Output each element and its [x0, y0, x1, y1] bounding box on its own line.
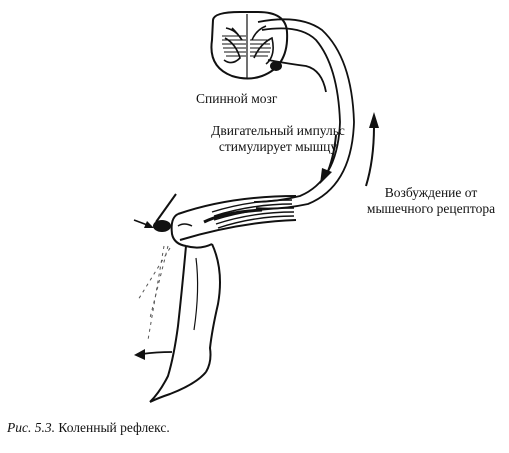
motor-impulse-arrow: [320, 134, 337, 184]
reflex-hammer: [153, 193, 177, 232]
spinal-cord-label: Спинной мозг: [196, 91, 278, 106]
grey-matter-hatching: [222, 35, 271, 57]
leg-swing-trajectory: [137, 245, 171, 341]
quadriceps-muscle: [203, 199, 295, 229]
motor-impulse-label-line1: Двигательный импульс: [211, 123, 345, 138]
reflex-arc-nerve-fibres: [253, 18, 355, 210]
receptor-excitation-label-line2: мышечного рецептора: [366, 201, 496, 216]
receptor-excitation-label: Возбуждение от мышечного рецептора: [356, 185, 506, 217]
kick-arrow: [134, 349, 173, 360]
motor-impulse-label: Двигательный импульс стимулирует мышцу: [178, 123, 378, 155]
spinal-cord-cross-section: [210, 11, 289, 80]
lower-leg: [149, 243, 221, 403]
figure-title: Коленный рефлекс.: [58, 420, 170, 435]
knee-joint: [170, 213, 213, 249]
tap-arrow: [133, 219, 154, 228]
thigh: [177, 195, 297, 241]
figure-number: Рис. 5.3.: [7, 420, 55, 435]
receptor-excitation-arrow: [365, 112, 379, 187]
receptor-excitation-label-line1: Возбуждение от: [384, 185, 478, 200]
dorsal-root-ganglion: [270, 61, 282, 71]
figure-caption: Рис. 5.3. Коленный рефлекс.: [7, 420, 170, 436]
motor-impulse-label-line2: стимулирует мышцу: [218, 139, 338, 154]
